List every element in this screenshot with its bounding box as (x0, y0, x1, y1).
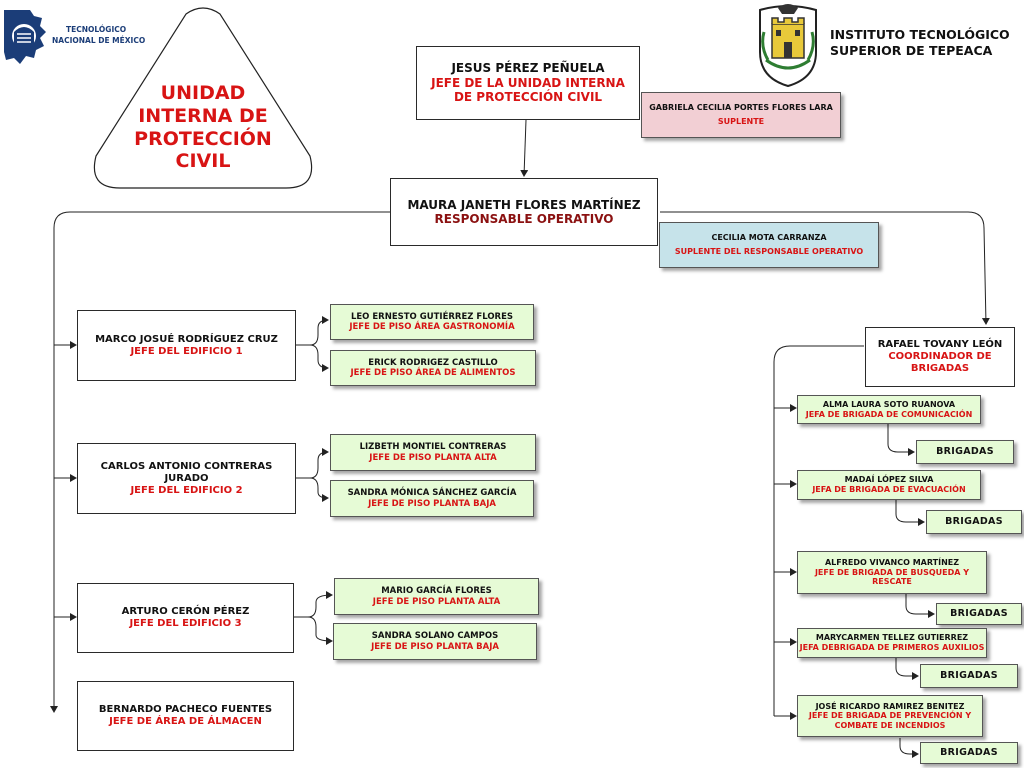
floor-chief-name: LEO ERNESTO GUTIÉRREZ FLORES (350, 311, 514, 322)
brigade-lead-role-line-1: JEFE DE BRIGADA DE PREVENCIÓN Y (808, 711, 972, 721)
brigade-lead-box: ALFREDO VIVANCO MARTÍNEZ JEFE DE BRIGADA… (797, 551, 987, 594)
brigadas-label: BRIGADAS (940, 747, 998, 759)
brigadas-box: BRIGADAS (920, 742, 1018, 764)
brigade-lead-role: JEFA DE BRIGADA DE EVACUACIÓN (812, 485, 966, 494)
brigade-lead-name: ALMA LAURA SOTO RUANOVA (822, 399, 956, 409)
chief-substitute-role: SUPLENTE (717, 117, 765, 126)
institute-name: INSTITUTO TECNOLÓGICO SUPERIOR DE TEPEAC… (830, 27, 1020, 60)
floor-chief-name: LIZBETH MONTIEL CONTRERAS (359, 442, 507, 453)
floor-chief-role: JEFE DE PISO PLANTA BAJA (368, 498, 496, 509)
title-line-1: UNIDAD (160, 82, 246, 104)
floor-chief-name: ERICK RODRIGEZ CASTILLO (368, 357, 498, 368)
tecnm-logo-text: TECNOLÓGICO NACIONAL DE MÉXICO (52, 24, 162, 47)
operative-box: MAURA JANETH FLORES MARTÍNEZ RESPONSABLE… (390, 178, 658, 246)
title-line-2: INTERNA DE (138, 104, 268, 127)
brigade-lead-box: ALMA LAURA SOTO RUANOVA JEFA DE BRIGADA … (797, 395, 981, 424)
warehouse-role: JEFE DE ÁREA DE ÁLMACEN (109, 716, 262, 727)
operative-role: RESPONSABLE OPERATIVO (434, 212, 614, 226)
title-line-3: PROTECCIÓN (134, 127, 272, 150)
title-triangle (93, 7, 313, 189)
institute-line-1: INSTITUTO TECNOLÓGICO (830, 27, 1010, 42)
building-1-box: MARCO JOSUÉ RODRÍGUEZ CRUZ JEFE DEL EDIF… (77, 310, 296, 381)
brigade-lead-box: MARYCARMEN TELLEZ GUTIERREZ JEFA DEBRIGA… (797, 628, 987, 658)
brigade-lead-role-line-2: RESCATE (872, 577, 912, 587)
brigade-lead-role: JEFA DE BRIGADA DE COMUNICACIÓN (805, 409, 973, 419)
operative-substitute-box: CECILIA MOTA CARRANZA SUPLENTE DEL RESPO… (659, 222, 879, 268)
floor-chief-role: JEFE DE PISO ÁREA GASTRONOMÍA (349, 322, 515, 332)
brigade-lead-role-line-1: JEFE DE BRIGADA DE BUSQUEDA Y (814, 567, 970, 577)
brigade-lead-name: JOSÉ RICARDO RAMIREZ BENITEZ (815, 701, 965, 711)
page-title: UNIDAD INTERNA DE PROTECCIÓN CIVIL (110, 82, 296, 173)
building-1-role: JEFE DEL EDIFICIO 1 (130, 345, 243, 357)
brigade-lead-name: MADAÍ LÓPEZ SILVA (844, 475, 934, 485)
brigadas-box: BRIGADAS (936, 603, 1022, 625)
building-2-name-line-2: JURADO (164, 472, 209, 484)
warehouse-box: BERNARDO PACHECO FUENTES JEFE DE ÁREA DE… (77, 681, 294, 751)
brigadas-box: BRIGADAS (926, 510, 1022, 534)
institute-crest-icon (754, 2, 822, 88)
floor-chief-role: JEFE DE PISO PLANTA BAJA (371, 641, 499, 652)
tecnm-logo-line1: TECNOLÓGICO (66, 25, 127, 34)
operative-substitute-role: SUPLENTE DEL RESPONSABLE OPERATIVO (674, 247, 864, 256)
floor-chief-box: MARIO GARCÍA FLORES JEFE DE PISO PLANTA … (334, 578, 539, 615)
brigadas-box: BRIGADAS (916, 440, 1014, 464)
brigade-lead-role: JEFA DEBRIGADA DE PRIMEROS AUXILIOS (799, 643, 985, 652)
floor-chief-box: SANDRA SOLANO CAMPOS JEFE DE PISO PLANTA… (333, 623, 537, 660)
building-2-name-line-1: CARLOS ANTONIO CONTRERAS (100, 460, 273, 472)
tecnm-logo-line2: NACIONAL DE MÉXICO (52, 36, 146, 46)
operative-name: MAURA JANETH FLORES MARTÍNEZ (407, 197, 641, 212)
building-3-role: JEFE DEL EDIFICIO 3 (129, 618, 242, 629)
building-2-box: CARLOS ANTONIO CONTRERAS JURADO JEFE DEL… (77, 443, 296, 514)
floor-chief-role: JEFE DE PISO PLANTA ALTA (372, 596, 501, 607)
brigadas-box: BRIGADAS (920, 664, 1018, 688)
floor-chief-role: JEFE DE PISO PLANTA ALTA (369, 452, 497, 463)
coordinator-name: RAFAEL TOVANY LEÓN (877, 339, 1003, 350)
warehouse-name: BERNARDO PACHECO FUENTES (98, 704, 273, 715)
chief-substitute-name: GABRIELA CECILIA PORTES FLORES LARA (649, 103, 833, 113)
title-line-4: CIVIL (175, 150, 231, 173)
brigade-lead-box: JOSÉ RICARDO RAMIREZ BENITEZ JEFE DE BRI… (797, 695, 983, 737)
floor-chief-name: SANDRA MÓNICA SÁNCHEZ GARCÍA (347, 488, 517, 499)
coordinator-role-line-2: BRIGADAS (910, 363, 970, 374)
floor-chief-box: SANDRA MÓNICA SÁNCHEZ GARCÍA JEFE DE PIS… (330, 480, 534, 517)
building-3-box: ARTURO CERÓN PÉREZ JEFE DEL EDIFICIO 3 (77, 583, 294, 653)
building-2-role: JEFE DEL EDIFICIO 2 (130, 484, 243, 496)
chief-role-line-2: DE PROTECCIÓN CIVIL (453, 90, 603, 105)
tecnm-logo-icon (0, 6, 48, 72)
brigadas-label: BRIGADAS (936, 446, 994, 458)
brigade-lead-role-line-2: COMBATE DE INCENDIOS (834, 720, 946, 730)
coordinator-role-line-1: COORDINADOR DE (888, 351, 992, 362)
institute-line-2: SUPERIOR DE TEPEACA (830, 43, 993, 59)
floor-chief-box: ERICK RODRIGEZ CASTILLO JEFE DE PISO ÁRE… (330, 350, 536, 386)
coordinator-box: RAFAEL TOVANY LEÓN COORDINADOR DE BRIGAD… (865, 327, 1015, 387)
floor-chief-name: SANDRA SOLANO CAMPOS (371, 631, 499, 642)
chief-substitute-box: GABRIELA CECILIA PORTES FLORES LARA SUPL… (641, 92, 841, 138)
floor-chief-role: JEFE DE PISO ÁREA DE ALIMENTOS (350, 368, 516, 378)
chief-box: JESUS PÉREZ PEÑUELA JEFE DE LA UNIDAD IN… (416, 46, 640, 120)
building-1-name: MARCO JOSUÉ RODRÍGUEZ CRUZ (95, 333, 278, 345)
brigadas-label: BRIGADAS (950, 608, 1008, 620)
brigade-lead-box: MADAÍ LÓPEZ SILVA JEFA DE BRIGADA DE EVA… (797, 470, 981, 500)
brigade-lead-name: MARYCARMEN TELLEZ GUTIERREZ (815, 633, 969, 643)
floor-chief-name: MARIO GARCÍA FLORES (381, 586, 492, 597)
chief-name: JESUS PÉREZ PEÑUELA (451, 61, 605, 76)
brigadas-label: BRIGADAS (945, 516, 1003, 528)
chief-role-line-1: JEFE DE LA UNIDAD INTERNA (431, 75, 625, 90)
floor-chief-box: LEO ERNESTO GUTIÉRREZ FLORES JEFE DE PIS… (330, 304, 534, 340)
brigade-lead-name: ALFREDO VIVANCO MARTÍNEZ (824, 558, 960, 568)
building-3-name: ARTURO CERÓN PÉREZ (121, 606, 250, 617)
operative-substitute-name: CECILIA MOTA CARRANZA (711, 233, 827, 243)
brigadas-label: BRIGADAS (940, 670, 998, 682)
floor-chief-box: LIZBETH MONTIEL CONTRERAS JEFE DE PISO P… (330, 434, 536, 471)
